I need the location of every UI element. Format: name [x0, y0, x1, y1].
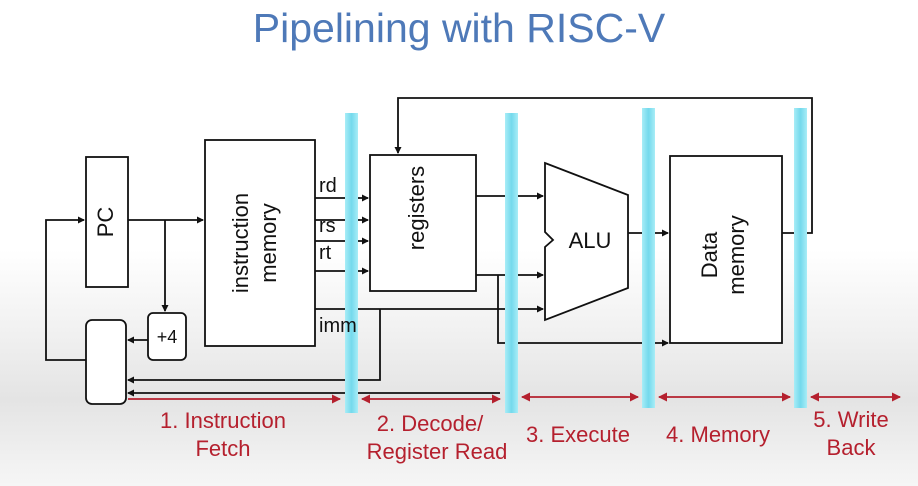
instruction-memory-label-line2: memory: [256, 203, 281, 282]
stage-writeback-line2: Back: [827, 435, 877, 460]
pc-block: [85, 156, 129, 288]
data-memory-block: [669, 155, 783, 344]
instruction-memory-label-line1: instruction: [228, 193, 253, 293]
pc-label: PC: [93, 207, 118, 238]
alu-block: [544, 161, 629, 322]
stage-writeback-line1: 5. Write: [813, 407, 888, 432]
registers-block: [369, 154, 477, 292]
stage-decode-line2: Register Read: [367, 439, 508, 464]
stage-memory-label: 4. Memory: [666, 422, 770, 447]
alu-label: ALU: [569, 228, 612, 253]
adder-label: +4: [157, 327, 178, 347]
stage-fetch-line2: Fetch: [195, 436, 250, 461]
pipeline-register-id-ex: [505, 113, 518, 413]
data-memory-label-line2: memory: [724, 215, 749, 294]
stage-execute-label: 3. Execute: [526, 422, 630, 447]
imm-label: imm: [319, 315, 357, 337]
pipeline-register-mem-wb: [794, 108, 807, 408]
data-memory-label-line1: Data: [697, 231, 722, 278]
pc-mux: [85, 319, 127, 405]
pipeline-register-if-id: [345, 113, 358, 413]
registers-label: registers: [404, 166, 429, 250]
rd-label: rd: [319, 175, 337, 197]
pipeline-register-ex-mem: [642, 108, 655, 408]
slide-title: Pipelining with RISC-V: [252, 5, 666, 51]
rt-label: rt: [319, 242, 332, 264]
adder-block: [147, 312, 187, 361]
stage-decode-line1: 2. Decode/: [377, 411, 484, 436]
rs-label: rs: [319, 215, 336, 237]
stage-fetch-line1: 1. Instruction: [160, 408, 286, 433]
instruction-memory-block: [204, 139, 316, 347]
